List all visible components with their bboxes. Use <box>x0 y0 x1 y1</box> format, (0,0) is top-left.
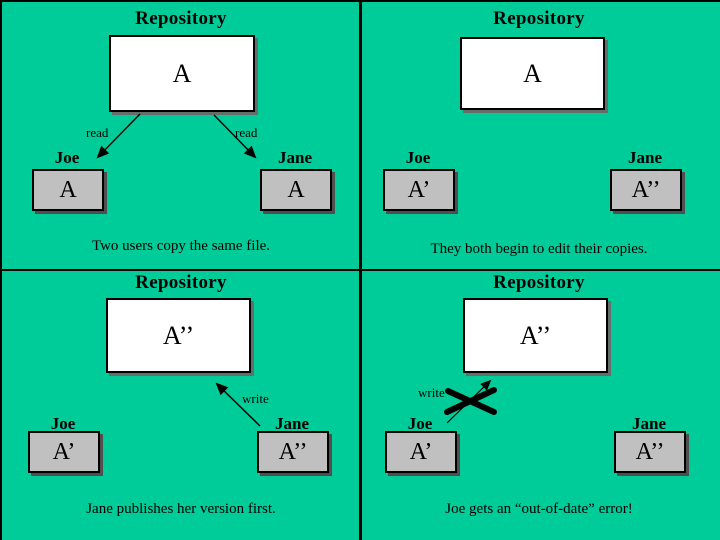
repository-box: A <box>460 37 605 110</box>
write-label: write <box>242 391 269 406</box>
grid-divider-horizontal <box>2 269 720 271</box>
panel-bottom-right: Repository A’’ write Joe A’ Jane A’’ Joe… <box>360 270 718 538</box>
repository-file-label: A <box>523 58 542 88</box>
user-label-jane: Jane <box>632 414 666 433</box>
jane-file-label: A’’ <box>635 438 665 465</box>
repository-file-label: A’’ <box>519 320 552 350</box>
jane-file-box: A’’ <box>614 431 686 473</box>
user-label-joe: Joe <box>407 414 433 433</box>
repository-file-label: A’’ <box>162 320 195 350</box>
jane-file-label: A’’ <box>278 438 308 465</box>
panel-top-left: Repository A read read Joe A Jane A Two … <box>2 2 360 270</box>
joe-file-box: A’ <box>383 169 455 211</box>
joe-file-box: A’ <box>28 431 100 473</box>
repository-title: Repository <box>493 272 585 293</box>
panel-top-right: Repository A Joe A’ Jane A’’ They both b… <box>360 2 718 270</box>
panel-caption: Two users copy the same file. <box>91 238 271 254</box>
panel-caption: Joe gets an “out-of-date” error! <box>445 501 633 517</box>
panel-bottom-left: Repository A’’ write Joe A’ Jane A’’ Jan… <box>2 270 360 538</box>
repository-file-label: A <box>172 58 192 88</box>
jane-file-box: A <box>260 169 332 211</box>
user-label-jane: Jane <box>275 414 309 433</box>
repository-title: Repository <box>135 8 227 29</box>
repository-box: A <box>109 35 255 112</box>
grid-divider-vertical <box>359 2 362 540</box>
joe-file-box: A’ <box>385 431 457 473</box>
user-label-jane: Jane <box>278 148 312 167</box>
jane-file-box: A’’ <box>257 431 329 473</box>
joe-file-label: A’ <box>52 438 76 465</box>
user-label-jane: Jane <box>628 148 662 167</box>
write-label: write <box>418 385 445 400</box>
jane-file-label: A <box>287 176 305 203</box>
repository-box: A’’ <box>106 298 251 373</box>
user-label-joe: Joe <box>54 148 80 167</box>
error-cross-icon <box>444 387 497 415</box>
jane-file-label: A’’ <box>631 176 661 203</box>
read-label-left: read <box>86 125 109 140</box>
jane-file-box: A’’ <box>610 169 682 211</box>
joe-file-label: A <box>59 176 77 203</box>
joe-file-label: A’ <box>407 176 431 203</box>
repository-title: Repository <box>493 8 585 29</box>
repository-box: A’’ <box>463 298 608 373</box>
panel-caption: They both begin to edit their copies. <box>430 241 648 257</box>
user-label-joe: Joe <box>405 148 431 167</box>
joe-file-box: A <box>32 169 104 211</box>
repository-title: Repository <box>135 272 227 293</box>
user-label-joe: Joe <box>50 414 76 433</box>
panel-caption: Jane publishes her version first. <box>86 501 276 517</box>
read-label-right: read <box>235 125 258 140</box>
joe-file-label: A’ <box>409 438 433 465</box>
